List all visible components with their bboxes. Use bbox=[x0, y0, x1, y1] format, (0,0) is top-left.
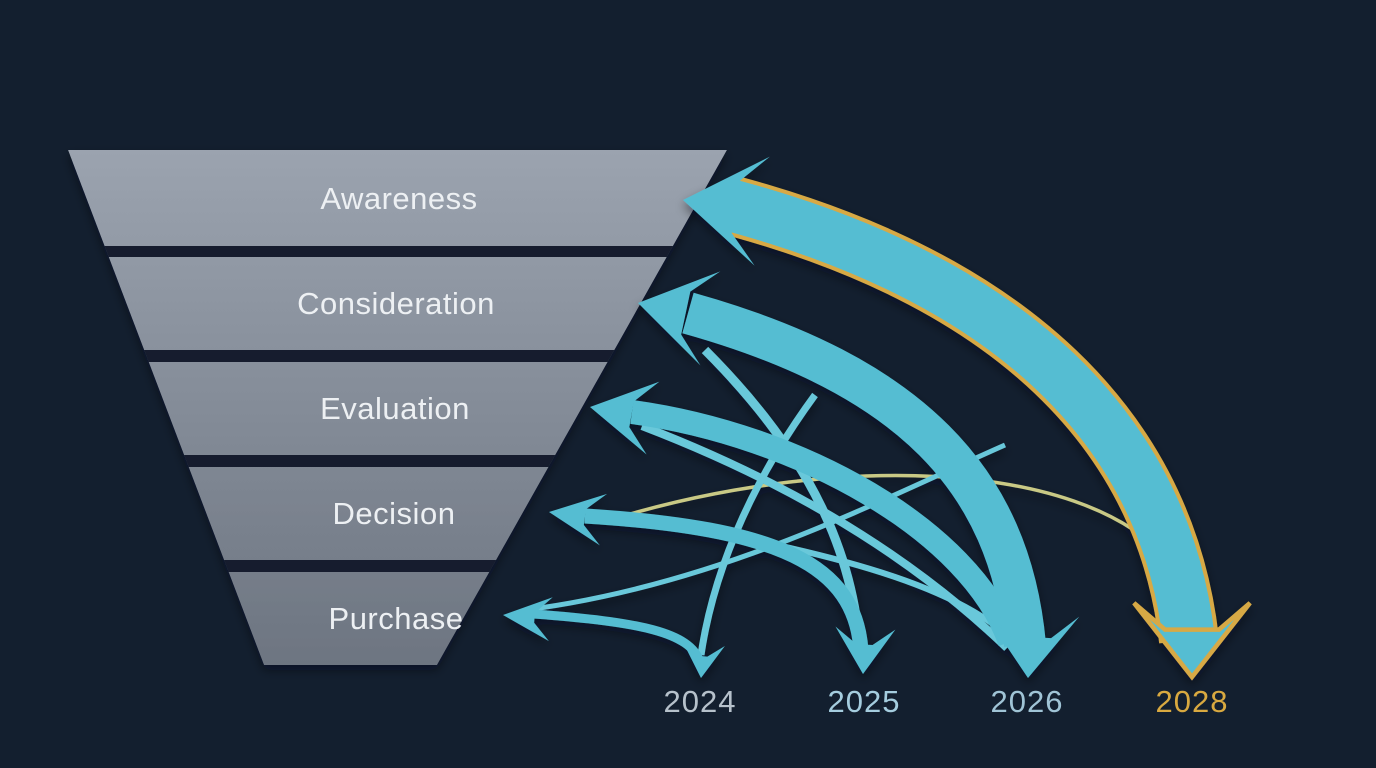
stage-label-awareness: Awareness bbox=[320, 181, 477, 216]
arrow-web bbox=[503, 156, 1252, 681]
funnel bbox=[68, 150, 727, 665]
left-arrowhead-awareness-icon bbox=[683, 156, 770, 266]
down-arrowhead-2024-icon bbox=[683, 642, 725, 678]
down-arrowhead-2026-icon bbox=[983, 611, 1080, 678]
down-arrowhead-2025-icon bbox=[835, 626, 896, 674]
down-arrowhead-2028-icon bbox=[1132, 601, 1252, 681]
left-arrowhead-decision-icon bbox=[549, 493, 608, 546]
year-labels: 2024 2025 2026 2028 bbox=[664, 684, 1229, 719]
stage-label-evaluation: Evaluation bbox=[320, 391, 470, 426]
year-label-2024: 2024 bbox=[664, 684, 737, 719]
funnel-body bbox=[68, 150, 727, 665]
stage-label-decision: Decision bbox=[333, 496, 456, 531]
band-purchase-2024 bbox=[533, 609, 705, 664]
left-arrowhead-purchase-icon bbox=[503, 597, 553, 642]
left-arrowhead-evaluation-icon bbox=[590, 381, 660, 455]
band-consideration-2026 bbox=[682, 292, 1046, 647]
year-label-2026: 2026 bbox=[991, 684, 1064, 719]
stage-label-purchase: Purchase bbox=[329, 601, 464, 636]
left-arrowhead-consideration-icon bbox=[638, 271, 721, 366]
band-evaluation-2026 bbox=[630, 400, 1022, 647]
funnel-gap bbox=[68, 350, 727, 362]
band-decision-2025 bbox=[584, 508, 869, 651]
band-awareness-2028 bbox=[723, 179, 1215, 643]
stage-label-consideration: Consideration bbox=[297, 286, 495, 321]
funnel-gap bbox=[68, 246, 727, 257]
year-label-2025: 2025 bbox=[828, 684, 901, 719]
year-label-2028: 2028 bbox=[1156, 684, 1229, 719]
web-strand-to-2024 bbox=[697, 392, 818, 656]
funnel-stage-labels: Awareness Consideration Evaluation Decis… bbox=[297, 181, 495, 636]
